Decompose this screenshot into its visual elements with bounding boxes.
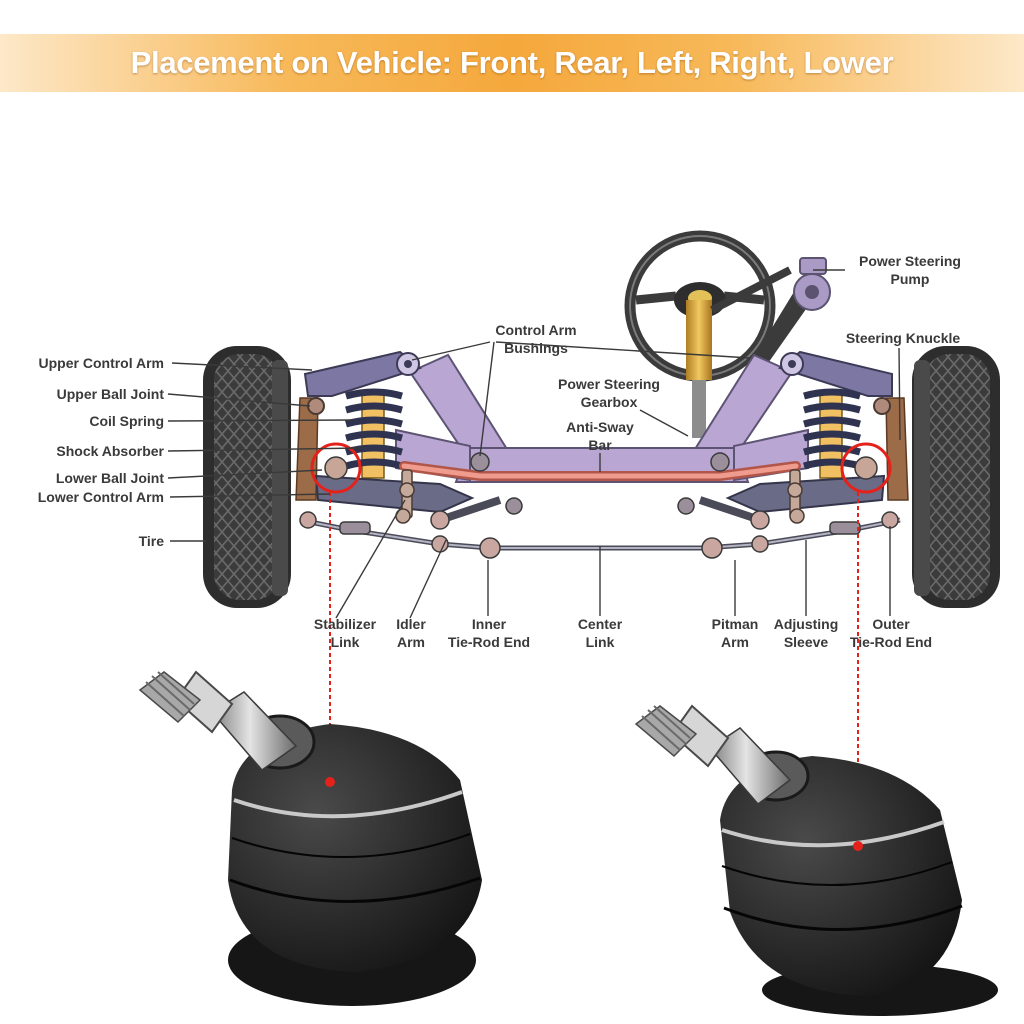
lower-control-arm-left [314, 474, 475, 514]
label-steering-knuckle: Steering Knuckle [846, 330, 961, 346]
label-idler-arm-1: Idler [396, 616, 426, 632]
steering-column [686, 300, 712, 380]
label-upper-control-arm: Upper Control Arm [39, 355, 164, 371]
label-stabilizer-link-2: Link [331, 634, 360, 650]
label-inner-tie-rod-end-1: Inner [472, 616, 507, 632]
component-labels: Upper Control Arm Upper Ball Joint Coil … [38, 253, 961, 650]
label-outer-tie-rod-end-2: Tie-Rod End [850, 634, 932, 650]
label-tire: Tire [139, 533, 165, 549]
label-outer-tie-rod-end-1: Outer [872, 616, 910, 632]
lower-ball-joint-right [840, 442, 892, 494]
upper-control-arm-left [303, 350, 423, 397]
label-pitman-arm-1: Pitman [712, 616, 759, 632]
label-lower-ball-joint: Lower Ball Joint [56, 470, 164, 486]
label-center-link-1: Center [578, 616, 623, 632]
label-upper-ball-joint: Upper Ball Joint [57, 386, 165, 402]
label-coil-spring: Coil Spring [89, 413, 164, 429]
label-power-steering-pump-2: Pump [891, 271, 930, 287]
label-power-steering-gearbox-2: Gearbox [581, 394, 638, 410]
upper-control-arm-right [777, 350, 893, 397]
label-center-link-2: Link [586, 634, 615, 650]
label-anti-sway-bar-2: Bar [588, 437, 612, 453]
title-banner: Placement on Vehicle: Front, Rear, Left,… [0, 34, 1024, 92]
coil-spring-right [803, 388, 861, 479]
coil-spring-left [345, 388, 403, 479]
steering-linkage [299, 496, 901, 559]
left-tire [203, 346, 291, 608]
page-title: Placement on Vehicle: Front, Rear, Left,… [130, 45, 894, 80]
label-lower-control-arm: Lower Control Arm [38, 489, 164, 505]
label-stabilizer-link-1: Stabilizer [314, 616, 377, 632]
label-inner-tie-rod-end-2: Tie-Rod End [448, 634, 530, 650]
label-adjusting-sleeve-1: Adjusting [774, 616, 839, 632]
lower-ball-joint-left [310, 442, 362, 494]
label-pitman-arm-2: Arm [721, 634, 749, 650]
right-tire [912, 346, 1000, 608]
label-anti-sway-bar-1: Anti-Sway [566, 419, 634, 435]
leader-lines [167, 269, 901, 619]
label-control-arm-bushings-2: Bushings [504, 340, 568, 356]
lower-control-arm-right [725, 474, 886, 514]
stabilizer-links [395, 469, 805, 524]
label-adjusting-sleeve-2: Sleeve [784, 634, 829, 650]
label-control-arm-bushings-1: Control Arm [495, 322, 576, 338]
label-shock-absorber: Shock Absorber [56, 443, 164, 459]
ball-joint-product-left [138, 670, 482, 1006]
frame-bushings [470, 452, 730, 515]
label-idler-arm-2: Arm [397, 634, 425, 650]
ball-joint-product-right [634, 704, 998, 1016]
steering-knuckle-right [885, 397, 909, 501]
label-power-steering-gearbox-1: Power Steering [558, 376, 660, 392]
label-power-steering-pump-1: Power Steering [859, 253, 961, 269]
